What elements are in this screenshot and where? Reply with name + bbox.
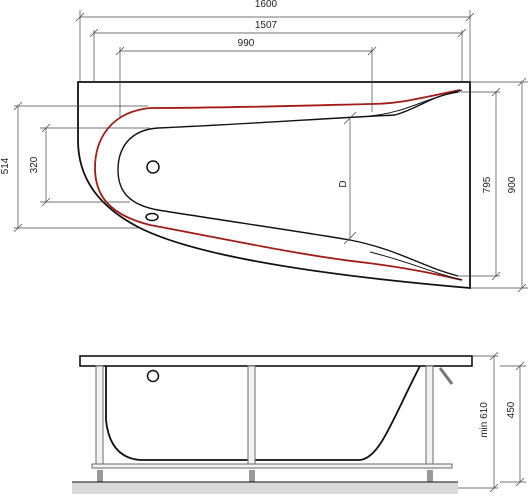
dim-center-label: D <box>338 180 349 187</box>
side-drain-hole <box>146 369 160 383</box>
dim-total-width: 1600 <box>255 0 278 10</box>
left-dimensions: 514 320 <box>0 101 150 233</box>
floor <box>72 482 458 494</box>
tub-inner-rim <box>369 89 463 281</box>
foot-3 <box>427 470 433 482</box>
foot-1 <box>97 470 103 482</box>
dim-basin-inner: 320 <box>29 156 40 173</box>
dim-frame-height: 450 <box>506 401 517 418</box>
side-dimensions: min 610 450 <box>458 351 526 493</box>
tub-rim-slab <box>79 355 473 367</box>
frame-leg-2 <box>247 365 256 469</box>
drain-hole <box>146 160 160 174</box>
frame-brace <box>438 367 454 385</box>
top-view: D <box>77 81 471 289</box>
dim-right-total: 900 <box>507 176 518 193</box>
top-dimensions: 1600 1507 990 <box>75 0 475 118</box>
foot-2 <box>249 470 255 482</box>
dim-basin-width: 990 <box>238 38 255 49</box>
tub-inner-basin <box>117 91 459 277</box>
dim-right-inner: 795 <box>482 176 493 193</box>
right-dimensions: 795 900 <box>458 77 528 293</box>
overflow-hole <box>145 212 159 222</box>
dim-inner-width: 1507 <box>255 20 278 31</box>
frame-rail <box>91 463 453 469</box>
side-view <box>72 355 473 494</box>
frame-leg-1 <box>95 365 104 469</box>
frame-leg-3 <box>425 365 434 469</box>
tub-body-side <box>105 365 421 461</box>
red-seal-line <box>94 89 463 281</box>
dim-left-depth: 514 <box>0 157 11 174</box>
dim-min-height: min 610 <box>479 402 490 438</box>
tub-outer-rim <box>77 81 471 289</box>
